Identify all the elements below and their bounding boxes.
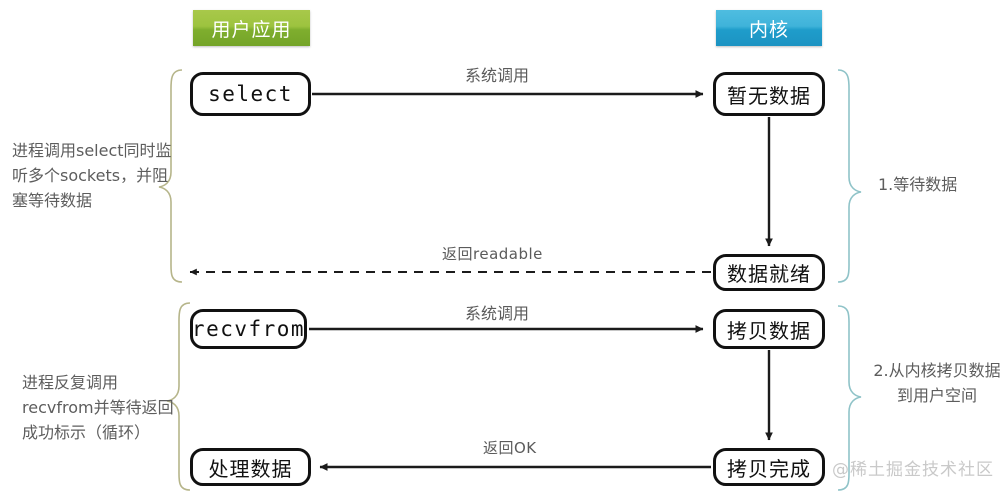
node-select-label: select [208,82,293,106]
node-copy-data-label: 拷贝数据 [727,318,811,343]
node-copy-data: 拷贝数据 [713,309,825,349]
node-process-data-label: 处理数据 [208,456,293,481]
node-data-ready-label: 数据就绪 [727,262,811,286]
edge-label-return-readable: 返回readable [442,245,543,263]
node-copy-done: 拷贝完成 [713,448,825,486]
node-no-data-label: 暂无数据 [727,83,811,108]
node-recvfrom-label: recvfrom [191,317,306,341]
watermark: @稀土掘金技术社区 [832,460,994,480]
node-recvfrom: recvfrom [190,309,307,349]
annotation-phase-1: 进程调用select同时监听多个sockets，并阻塞等待数据 [12,141,172,210]
brace-right-step-1 [837,69,862,283]
node-data-ready: 数据就绪 [713,254,825,291]
lane-badge-user: 用户应用 [193,10,310,46]
node-no-data: 暂无数据 [713,72,825,116]
annotation-phase-2: 进程反复调用recvfrom并等待返回成功标示（循环） [22,373,174,442]
lane-badge-kernel-label: 内核 [748,18,789,41]
lane-badge-kernel: 内核 [716,10,822,46]
edge-label-syscall-2: 系统调用 [465,304,530,323]
node-process-data: 处理数据 [190,448,311,486]
edge-label-syscall-1: 系统调用 [465,66,530,85]
node-copy-done-label: 拷贝完成 [727,456,811,481]
lane-badge-user-label: 用户应用 [211,18,292,41]
node-select: select [190,72,311,116]
annotation-step-1: 1.等待数据 [878,175,958,194]
annotation-step-2: 2.从内核拷贝数据到用户空间 [873,361,1001,405]
edge-label-return-ok: 返回OK [483,439,537,457]
